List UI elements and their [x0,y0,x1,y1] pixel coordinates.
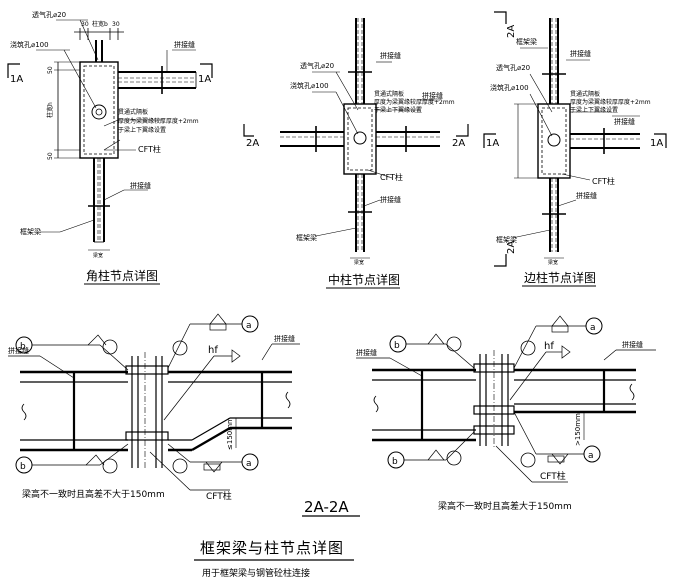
dim-50-bottom: 50 [47,152,54,160]
right-seam-label-1: 拼接缝 [356,348,377,357]
dim-30-right: 30 [112,21,120,28]
edge-dim-beam-width: 梁宽 [548,259,558,266]
middle-plan-title: 中柱节点详图 [328,272,400,287]
edge-beam-top-label: 框架梁 [516,37,537,46]
dim-30-left: 30 [81,21,89,28]
dim-column-width-b: 柱宽b [92,20,108,28]
mid-cft-label: CFT柱 [380,172,403,182]
drawing-title: 框架梁与柱节点详图 [200,539,344,557]
right-weld-b-bottom: b [392,457,398,467]
section-mark-1a-left: 1A [10,74,23,85]
pour-hole-label: 浇筑孔⌀100 [10,40,49,49]
right-weld-a-top: a [590,323,596,333]
left-weld-a-top: a [246,321,252,331]
edge-section-mark-2a-top: 2A [506,25,517,38]
mid-section-mark-2a-left: 2A [246,138,259,149]
mid-seam-bottom-label: 拼接缝 [380,195,401,204]
mid-frame-beam-label: 框架梁 [296,233,317,242]
mid-seam-right-label: 拼接缝 [422,91,443,100]
edge-vent-hole-label: 透气孔⌀20 [496,63,530,72]
edge-seam-right-label: 拼接缝 [614,117,635,126]
left-diff-dimension: ≤150mm [226,417,234,450]
vent-hole-label: 透气孔⌀20 [32,10,66,19]
section-right-large-depth-diff: >150mm 拼接缝 拼接缝 hf b b [356,315,656,512]
corner-plan-title: 角柱节点详图 [86,268,158,283]
right-cft-label: CFT柱 [540,470,566,482]
edge-frame-beam-label: 框架梁 [496,235,517,244]
left-weld-b-bottom: b [20,462,26,472]
edge-seam-top-label: 拼接缝 [570,49,591,58]
edge-diaphragm-note-2: 于梁上下翼缘设置 [570,106,618,114]
edge-section-mark-1a-left: 1A [486,138,499,149]
frame-beam-label: 框架梁 [20,227,41,236]
diaphragm-label: 贯通式隔板 [118,108,148,116]
section-left-small-depth-diff: ≤150mm 拼接缝 拼接缝 [8,313,300,502]
right-caption: 梁高不一致时且高差大于150mm [438,500,572,512]
mid-dim-beam-width: 梁宽 [354,259,364,266]
splice-seam-label-bottom: 拼接缝 [130,181,151,190]
left-seam-label-2: 拼接缝 [274,334,295,343]
right-weld-a-bottom: a [588,451,594,461]
edge-plan-title: 边柱节点详图 [524,270,596,285]
cft-column-label: CFT柱 [138,144,161,154]
section-mark-1a-right: 1A [198,74,211,85]
edge-pour-hole-label: 浇筑孔⌀100 [490,83,529,92]
mid-section-mark-2a-right: 2A [452,138,465,149]
right-diff-dimension: >150mm [574,413,582,446]
left-hf-label: hf [208,345,218,356]
mid-pour-hole-label: 浇筑孔⌀100 [290,81,329,90]
drawing-subtitle: 用于框架梁与钢管砼柱连接 [202,567,310,579]
diaphragm-note-1: 厚度为梁翼缘较厚厚度+2mm [118,117,199,125]
left-weld-b-top: b [20,342,26,352]
edge-seam-bottom-label: 拼接缝 [576,191,597,200]
mid-seam-top-label: 拼接缝 [380,51,401,60]
right-hf-label: hf [544,341,554,352]
edge-diaphragm-note-1: 厚度为梁翼缘较厚厚度+2mm [570,98,651,106]
dim-column-width-h: 柱宽h [46,102,54,118]
diaphragm-note-2: 于梁上下翼缘设置 [118,126,166,134]
right-weld-b-top: b [394,341,400,351]
right-seam-label-2: 拼接缝 [622,340,643,349]
left-caption: 梁高不一致时且高差不大于150mm [22,488,165,500]
edge-section-mark-2a-bottom: 2A [506,241,517,254]
mid-vent-hole-label: 透气孔⌀20 [300,61,334,70]
left-weld-a-bottom: a [246,459,252,469]
splice-seam-label-top: 拼接缝 [174,40,195,49]
edge-column-plan: 梁宽 2A 2A 1A 1A 框架梁 透气孔⌀20 浇筑孔⌀100 拼接缝 贯通… [483,11,667,287]
left-cft-label: CFT柱 [206,490,232,502]
section-2a-2a-label: 2A-2A [304,498,349,516]
edge-section-mark-1a-right: 1A [650,138,663,149]
mid-diaphragm-note-2: 于梁上下翼缘设置 [374,106,422,114]
edge-diaphragm-label: 贯通式隔板 [570,90,600,98]
corner-column-plan: 30 柱宽b 30 50 柱宽h 50 梁 [7,10,213,285]
middle-column-plan: 梁宽 2A 2A 透气孔⌀20 浇筑孔⌀100 拼接缝 贯通式隔板 厚度为梁翼缘… [243,18,469,289]
edge-cft-label: CFT柱 [592,176,615,186]
dim-50-top: 50 [47,66,54,74]
mid-diaphragm-note-1: 厚度为梁翼缘较厚厚度+2mm [374,98,455,106]
left-seam-label-1: 拼接缝 [8,346,29,355]
mid-diaphragm-label: 贯通式隔板 [374,90,404,98]
dim-beam-width: 梁宽 [93,252,103,259]
